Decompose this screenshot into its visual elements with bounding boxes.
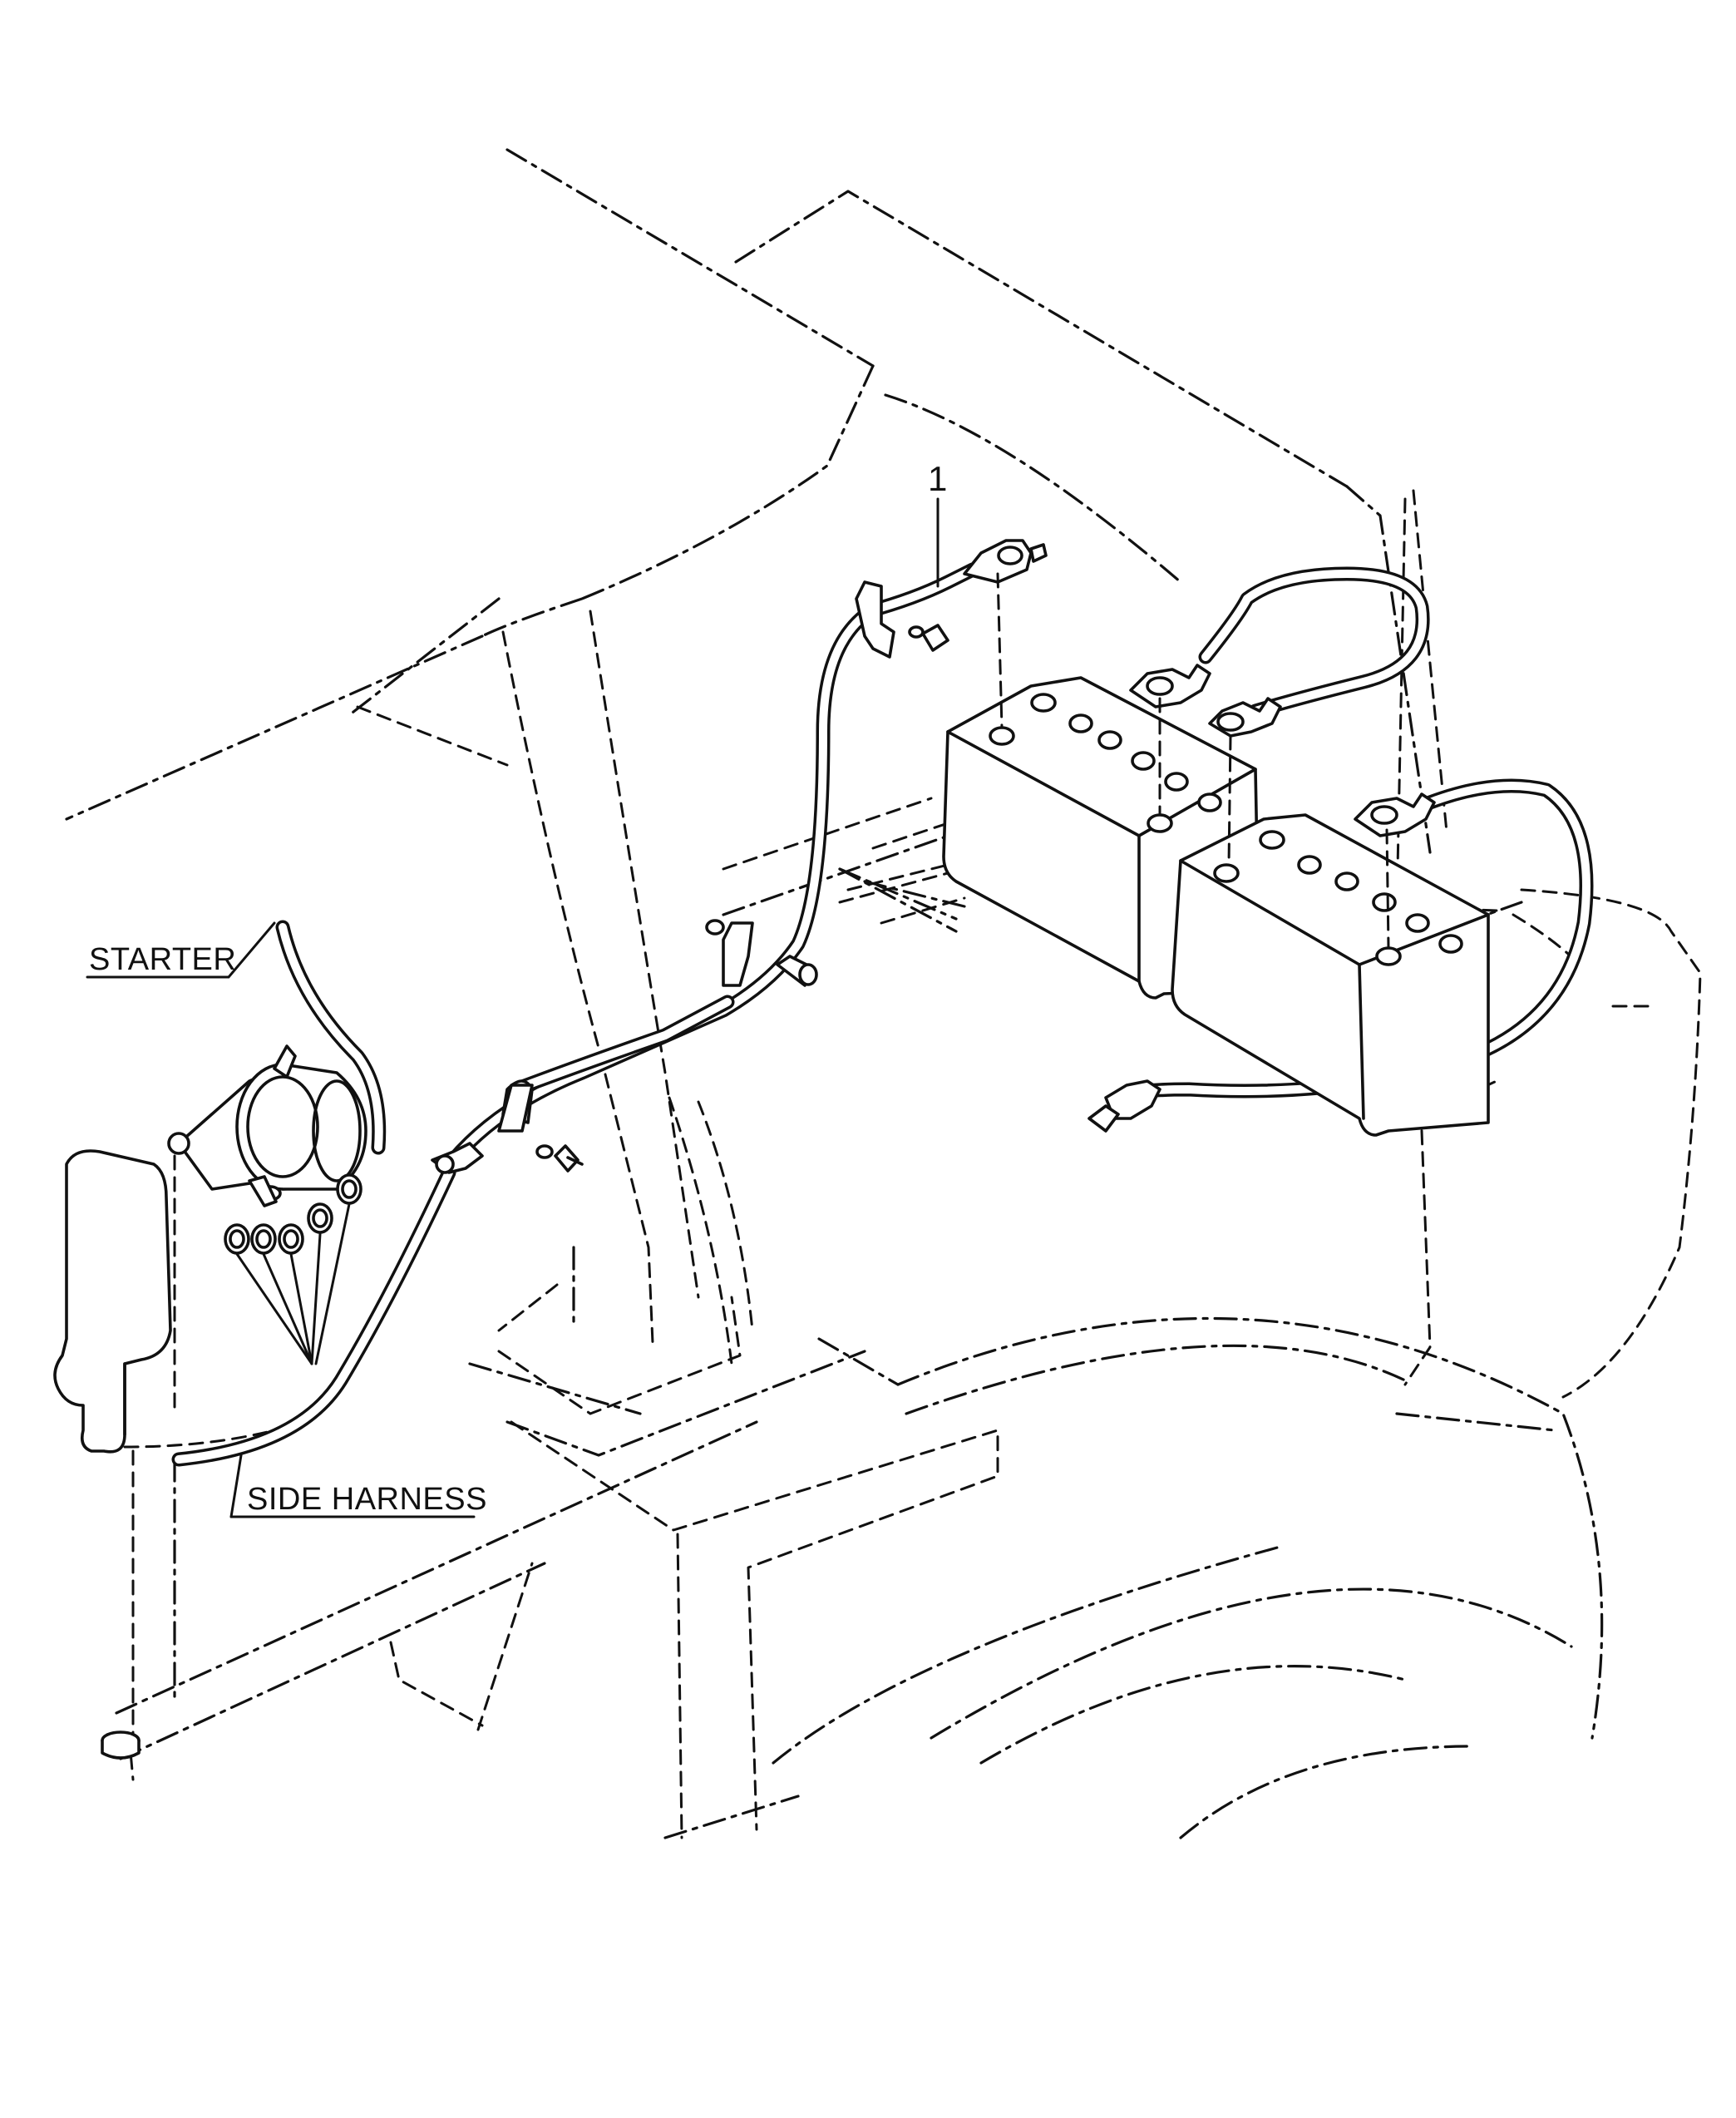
starter-motor (167, 1044, 367, 1207)
cables (171, 562, 1594, 1467)
drain-plug (101, 1730, 141, 1760)
item-1-label: 1 (928, 459, 947, 498)
starter-label: STARTER (89, 942, 236, 977)
washers (224, 1173, 362, 1365)
assembly-leaders (131, 572, 1390, 1740)
hidden-lines (123, 489, 1702, 1839)
vehicle-outline (65, 148, 1604, 1839)
battery-2 (1171, 813, 1490, 1137)
callout-leaders (86, 497, 940, 1518)
battery-terminal-clamps (1087, 664, 1436, 1133)
fasteners (431, 539, 1048, 1174)
side-harness-label: SIDE HARNESS (247, 1482, 487, 1517)
side-bracket (53, 1149, 172, 1454)
